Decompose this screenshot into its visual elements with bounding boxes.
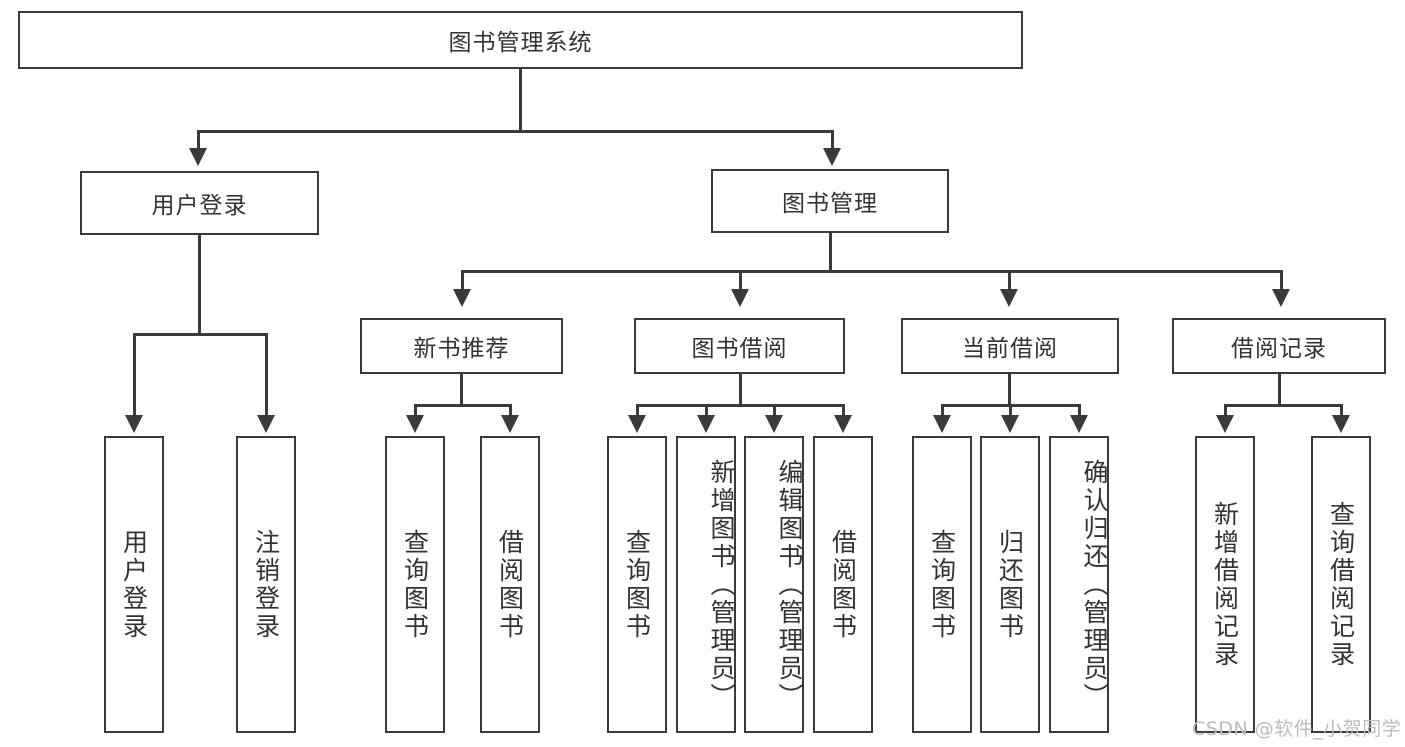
csdn-watermark: CSDN @软件_小贺同学 xyxy=(1192,718,1402,740)
node-current-borrow[interactable]: 当前借阅 xyxy=(901,318,1119,374)
connector-borrow-record-bar xyxy=(1224,404,1340,407)
connector-book-borrow-leaf-1 xyxy=(636,404,639,418)
node-label: 图书管理 xyxy=(782,191,878,217)
connector-root-stem xyxy=(519,69,522,132)
node-label: 图书借阅 xyxy=(691,336,788,362)
node-book-management[interactable]: 图书管理 xyxy=(711,169,949,233)
node-label: 注销登录 xyxy=(251,528,281,641)
arrowhead-book-borrow-leaf-3 xyxy=(765,415,783,433)
connector-borrow-record-stem xyxy=(1278,374,1281,406)
connector-root-to-user-login xyxy=(197,130,200,152)
arrowhead-bm-to-borrow-record xyxy=(1272,289,1290,307)
leaf-query-borrow-record[interactable]: 查询借阅记录 xyxy=(1311,436,1371,733)
connector-bm-to-borrow-record xyxy=(1280,270,1283,292)
connector-new-book-leaf-1 xyxy=(414,404,417,418)
leaf-user-login[interactable]: 用户登录 xyxy=(104,436,164,733)
arrowhead-book-borrow-leaf-4 xyxy=(834,415,852,433)
node-label: 新增借阅记录 xyxy=(1210,500,1240,669)
connector-bm-to-current-borrow xyxy=(1008,270,1011,292)
arrowhead-bm-to-book-borrow xyxy=(731,289,749,307)
connector-borrow-record-leaf-1 xyxy=(1224,404,1227,418)
connector-book-borrow-stem xyxy=(739,374,742,406)
arrowhead-borrow-record-leaf-1 xyxy=(1216,415,1234,433)
connector-user-login-to-leaf-2 xyxy=(265,333,268,418)
leaf-edit-book[interactable]: 编辑图书（管理员） xyxy=(744,436,804,733)
leaf-query-book-borrow[interactable]: 查询图书 xyxy=(607,436,667,733)
leaf-confirm-return[interactable]: 确认归还（管理员） xyxy=(1049,436,1109,733)
node-user-login[interactable]: 用户登录 xyxy=(80,171,319,235)
arrowhead-root-to-user-login xyxy=(189,148,207,166)
node-new-book-recommend[interactable]: 新书推荐 xyxy=(360,318,563,374)
connector-user-login-bar xyxy=(133,333,265,336)
connector-new-book-bar xyxy=(414,404,509,407)
node-label: 借阅图书 xyxy=(828,528,858,641)
node-label: 当前借阅 xyxy=(962,336,1058,362)
connector-root-bar xyxy=(197,130,833,133)
node-borrow-record[interactable]: 借阅记录 xyxy=(1172,318,1386,374)
connector-bm-to-book-borrow xyxy=(739,270,742,292)
node-book-borrow[interactable]: 图书借阅 xyxy=(634,318,845,374)
connector-book-borrow-leaf-4 xyxy=(842,404,845,418)
connector-book-management-stem xyxy=(829,233,832,272)
connector-root-to-book-management xyxy=(831,130,834,152)
node-label: 借阅图书 xyxy=(495,528,525,641)
connector-user-login-to-leaf-1 xyxy=(133,333,136,418)
leaf-add-book[interactable]: 新增图书（管理员） xyxy=(676,436,736,733)
connector-bm-to-new-book xyxy=(461,270,464,292)
node-label: 查询借阅记录 xyxy=(1326,500,1356,669)
connector-current-borrow-stem xyxy=(1008,374,1011,406)
leaf-borrow-book-recommend[interactable]: 借阅图书 xyxy=(480,436,540,733)
arrowhead-root-to-book-management xyxy=(823,148,841,166)
node-label: 新增图书（管理员） xyxy=(707,458,736,711)
connector-new-book-leaf-2 xyxy=(509,404,512,418)
leaf-user-logout[interactable]: 注销登录 xyxy=(236,436,296,733)
leaf-query-book-recommend[interactable]: 查询图书 xyxy=(385,436,445,733)
leaf-add-borrow-record[interactable]: 新增借阅记录 xyxy=(1195,436,1255,733)
connector-current-borrow-leaf-3 xyxy=(1078,404,1081,418)
connector-new-book-stem xyxy=(460,374,463,406)
arrowhead-current-borrow-leaf-2 xyxy=(1001,415,1019,433)
arrowhead-book-borrow-leaf-2 xyxy=(697,415,715,433)
arrowhead-current-borrow-leaf-3 xyxy=(1070,415,1088,433)
connector-book-borrow-leaf-2 xyxy=(705,404,708,418)
arrowhead-new-book-leaf-2 xyxy=(501,415,519,433)
connector-book-management-bar xyxy=(461,270,1280,273)
node-label: 查询图书 xyxy=(400,528,430,641)
node-label: 图书管理系统 xyxy=(448,30,593,56)
node-label: 新书推荐 xyxy=(413,336,510,362)
connector-current-borrow-leaf-1 xyxy=(941,404,944,418)
node-label: 查询图书 xyxy=(622,528,652,641)
arrowhead-borrow-record-leaf-2 xyxy=(1332,415,1350,433)
node-label: 用户登录 xyxy=(151,193,248,219)
arrowhead-current-borrow-leaf-1 xyxy=(933,415,951,433)
leaf-query-book-current[interactable]: 查询图书 xyxy=(912,436,972,733)
node-label: 归还图书 xyxy=(995,528,1025,641)
node-label: 确认归还（管理员） xyxy=(1080,458,1109,711)
arrowhead-user-login-leaf-2 xyxy=(257,415,275,433)
connector-current-borrow-leaf-2 xyxy=(1009,404,1012,418)
arrowhead-bm-to-current-borrow xyxy=(1000,289,1018,307)
arrowhead-bm-to-new-book xyxy=(453,289,471,307)
connector-user-login-stem xyxy=(198,235,201,335)
node-label: 借阅记录 xyxy=(1231,336,1327,362)
arrowhead-new-book-leaf-1 xyxy=(406,415,424,433)
connector-borrow-record-leaf-2 xyxy=(1340,404,1343,418)
leaf-return-book[interactable]: 归还图书 xyxy=(980,436,1040,733)
arrowhead-book-borrow-leaf-1 xyxy=(628,415,646,433)
connector-book-borrow-leaf-3 xyxy=(773,404,776,418)
node-label: 编辑图书（管理员） xyxy=(775,458,804,711)
arrowhead-user-login-leaf-1 xyxy=(125,415,143,433)
leaf-borrow-book[interactable]: 借阅图书 xyxy=(813,436,873,733)
node-label: 查询图书 xyxy=(927,528,957,641)
connector-book-borrow-bar xyxy=(636,404,842,407)
node-root-system[interactable]: 图书管理系统 xyxy=(18,11,1023,69)
node-label: 用户登录 xyxy=(119,528,149,641)
